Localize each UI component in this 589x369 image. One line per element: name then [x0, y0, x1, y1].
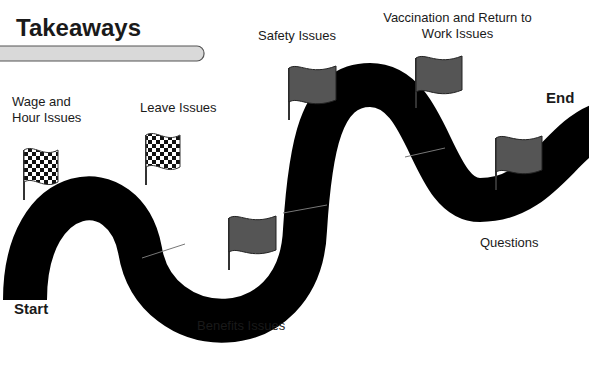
flag-dark [416, 56, 462, 108]
flag-dark [289, 66, 336, 120]
milestone-label: Safety Issues [258, 28, 368, 44]
slide-title: Takeaways [16, 14, 141, 42]
milestone-label: Leave Issues [140, 100, 250, 116]
flag-checkered [24, 148, 58, 200]
flag-dark [496, 136, 542, 190]
road-joints [142, 148, 445, 258]
milestone-label: Benefits Issues [197, 318, 317, 334]
start-label: Start [14, 301, 74, 317]
flag-dark [229, 216, 276, 270]
title-bar [0, 46, 204, 61]
flag-checkered [146, 133, 180, 185]
milestone-label: Questions [480, 235, 570, 251]
road [25, 85, 589, 321]
milestone-label: Vaccination and Return to Work Issues [375, 10, 540, 42]
end-label: End [546, 90, 586, 106]
milestone-label: Wage and Hour Issues [12, 94, 102, 126]
